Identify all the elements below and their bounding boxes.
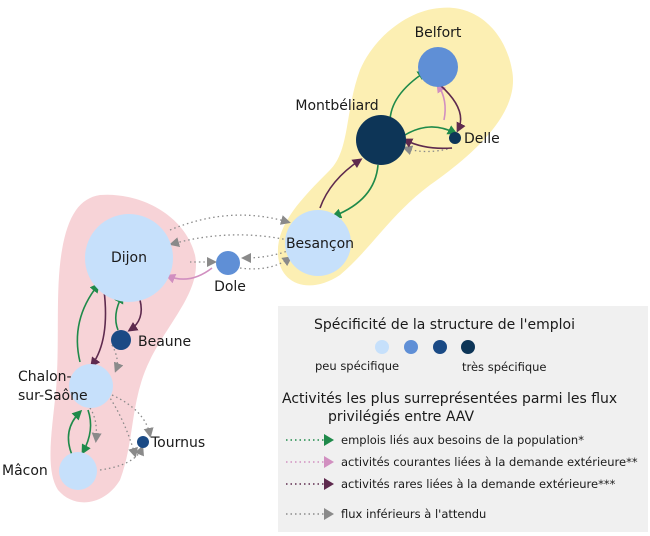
- legend-arrow-population: [324, 434, 334, 446]
- legend-item-inferieurs: flux inférieurs à l'attendu: [341, 507, 486, 521]
- rare-activity-flows: [90, 84, 466, 368]
- city-node-montbeliard[interactable]: [356, 115, 406, 165]
- city-label-besancon: Besançon: [286, 236, 354, 252]
- city-node-dijon[interactable]: [85, 214, 173, 302]
- legend-spec-4: [461, 340, 475, 354]
- city-node-macon[interactable]: [59, 452, 97, 490]
- city-label-delle: Delle: [464, 131, 500, 147]
- city-node-tournus[interactable]: [137, 436, 149, 448]
- city-label-macon: Mâcon: [2, 463, 48, 479]
- legend-activities-title-1: Activités les plus surreprésentées parmi…: [282, 391, 617, 407]
- legend-specificity-title: Spécificité de la structure de l'emploi: [314, 317, 575, 333]
- legend-arrow-inferieurs: [324, 508, 334, 520]
- common-activity-flows: [165, 82, 447, 284]
- city-label-dijon: Dijon: [111, 250, 147, 266]
- legend-arrow-courantes: [324, 456, 334, 468]
- legend-activities-title-2: privilégiés entre AAV: [328, 409, 474, 425]
- city-node-besancon[interactable]: [285, 210, 351, 276]
- legend-item-population: emplois liés aux besoins de la populatio…: [341, 433, 584, 447]
- legend-item-courantes: activités courantes liées à la demande e…: [341, 455, 638, 469]
- city-label-chalon-1: Chalon-: [18, 369, 72, 385]
- weak-flows: [89, 145, 453, 471]
- city-label-tournus: Tournus: [150, 435, 205, 451]
- legend: Spécificité de la structure de l'emploi …: [278, 306, 648, 532]
- city-node-beaune[interactable]: [111, 330, 131, 350]
- city-label-belfort: Belfort: [415, 25, 462, 41]
- city-node-belfort[interactable]: [418, 47, 458, 87]
- legend-item-rares: activités rares liées à la demande extér…: [341, 477, 616, 491]
- city-label-chalon-2: sur-Saône: [18, 388, 88, 404]
- legend-spec-1: [375, 340, 389, 354]
- city-node-delle[interactable]: [449, 132, 461, 144]
- legend-spec-2: [404, 340, 418, 354]
- city-label-dole: Dole: [214, 279, 246, 295]
- city-label-montbeliard: Montbéliard: [295, 98, 378, 114]
- city-node-dole[interactable]: [216, 251, 240, 275]
- legend-arrow-rares: [324, 478, 334, 490]
- city-node-chalon[interactable]: [69, 364, 113, 408]
- city-label-beaune: Beaune: [138, 334, 191, 350]
- legend-spec-3: [433, 340, 447, 354]
- population-flows: [67, 70, 458, 456]
- legend-low-label: peu spécifique: [315, 359, 399, 373]
- legend-high-label: très spécifique: [462, 360, 547, 374]
